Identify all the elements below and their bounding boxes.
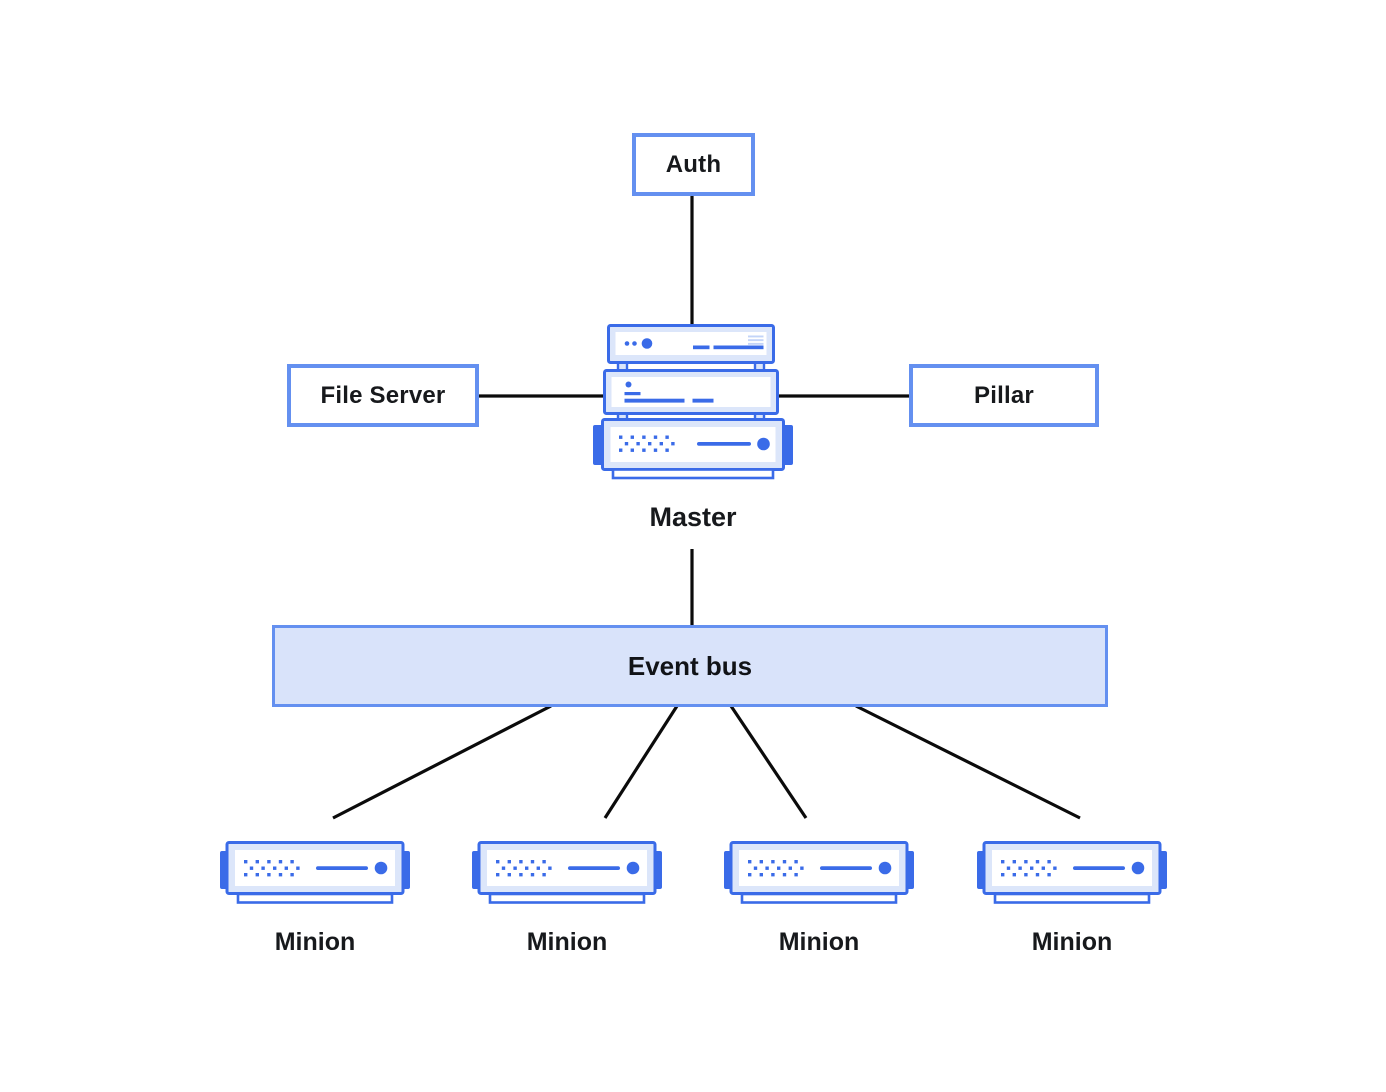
minion-label: Minion (526, 928, 608, 956)
vent-lines (748, 335, 764, 345)
edge-eventbus-minion-3 (729, 705, 808, 819)
perforation-dots (619, 435, 675, 452)
file-server-label: File Server (320, 381, 446, 409)
minion-label: Minion (274, 928, 356, 956)
auth-label: Auth (665, 150, 722, 178)
edge-eventbus-minion-4 (855, 704, 1081, 820)
minion-server-icon (472, 841, 662, 905)
minion-server-icon (724, 841, 914, 905)
edge-eventbus-minion-2 (603, 705, 679, 819)
master-unit-bottom (593, 418, 793, 480)
minion-label: Minion (778, 928, 860, 956)
event-bus-label: Event bus (627, 650, 753, 681)
master-unit-top (607, 324, 775, 364)
power-led (757, 437, 770, 451)
power-led (641, 338, 653, 349)
node-event-bus: Event bus (272, 625, 1108, 707)
node-file-server: File Server (287, 364, 479, 427)
master-unit-middle (603, 369, 779, 415)
node-pillar: Pillar (909, 364, 1099, 427)
pillar-label: Pillar (974, 381, 1034, 409)
minion-label: Minion (1031, 928, 1113, 956)
edge-eventbus-minion-1 (332, 704, 552, 820)
master-label: Master (649, 502, 737, 532)
node-auth: Auth (632, 133, 755, 196)
minion-server-icon (220, 841, 410, 905)
minion-server-icon (977, 841, 1167, 905)
master-server-stack-icon (593, 324, 793, 480)
